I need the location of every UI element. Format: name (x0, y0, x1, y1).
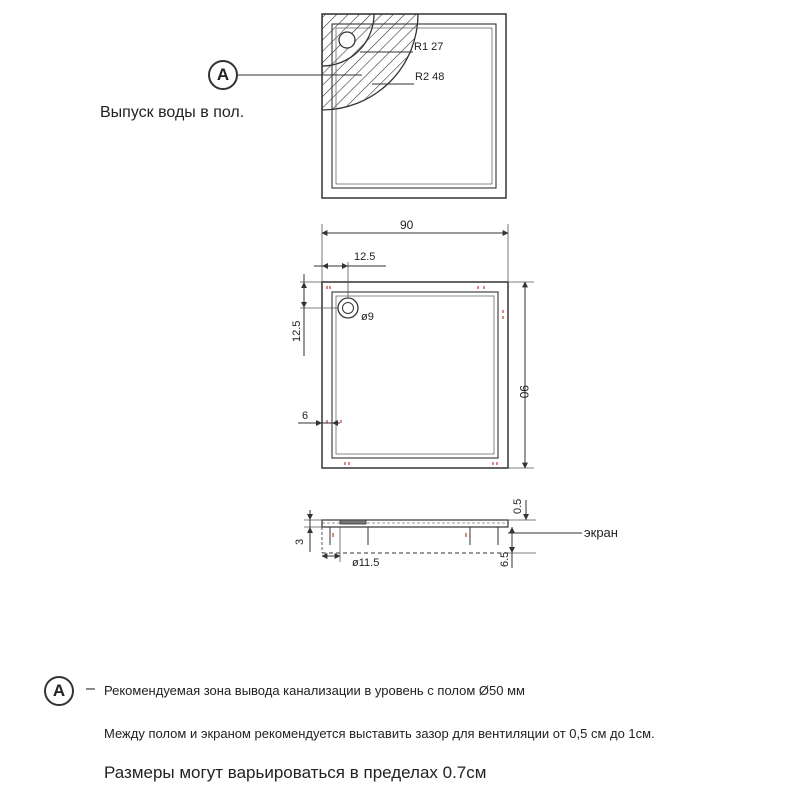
dim-drain-y-label: 12.5 (291, 321, 303, 342)
plan-drain-diameter: ø9 (361, 311, 374, 323)
dim-width-label: 90 (400, 218, 414, 232)
drain-hole-top (338, 31, 356, 49)
callout-caption: Выпуск воды в пол. (100, 104, 245, 121)
radius-r2-label: R2 48 (415, 71, 444, 83)
drain-section (339, 519, 367, 525)
dim-depth-label: 3 (294, 539, 306, 545)
drain-zone-hatch (322, 14, 419, 111)
legend-dash: – (86, 680, 95, 697)
callout-a-marker: A (208, 60, 238, 90)
legend-text: Рекомендуемая зона вывода канализации в … (104, 683, 525, 698)
tray-section-top (321, 519, 509, 528)
drain-hole-inner (342, 302, 354, 314)
support-markers (326, 286, 504, 465)
dim-top-thickness-label: 0.5 (512, 499, 524, 514)
plan-inner-edge-2 (335, 295, 495, 455)
tray-inner-edge-2 (335, 27, 493, 185)
dim-drain-x-arrows (322, 263, 348, 269)
tray-inner-edge (331, 23, 497, 189)
drain-hole-outer (337, 297, 359, 319)
side-red-marks (332, 533, 467, 537)
radius-r1-label: R1 27 (414, 41, 443, 53)
dim-drain-y-arrows (301, 282, 307, 308)
plan-outer-edge (321, 281, 509, 469)
dim-screen-gap-label: 6.5 (499, 552, 511, 567)
legend-a-marker: A (44, 676, 74, 706)
dim-drain-x-label: 12.5 (354, 251, 375, 263)
dim-side-drain-label: ø11.5 (352, 557, 379, 569)
plan-inner-edge (331, 291, 499, 459)
support-legs (329, 527, 499, 545)
dim-rim-arrows (316, 420, 338, 426)
side-view: 0.5 экран 6.5 3 ø11.5 (294, 499, 618, 569)
top-view: R1 27 R2 48 (238, 13, 507, 199)
dim-rim-label: 6 (302, 410, 308, 422)
screen-label: экран (584, 525, 618, 540)
tolerance-note: Размеры могут варьироваться в пределах 0… (104, 763, 487, 782)
plan-view: ø9 90 12.5 12.5 6 (291, 218, 534, 469)
dim-screen-gap-arrows (509, 527, 515, 553)
dim-height-label: 90 (517, 385, 531, 399)
dim-top-thickness-arrow (523, 514, 529, 520)
dim-depth-arrows (307, 514, 313, 533)
tray-outer-edge (321, 13, 507, 199)
ventilation-note: Между полом и экраном рекомендуется выст… (104, 726, 655, 741)
